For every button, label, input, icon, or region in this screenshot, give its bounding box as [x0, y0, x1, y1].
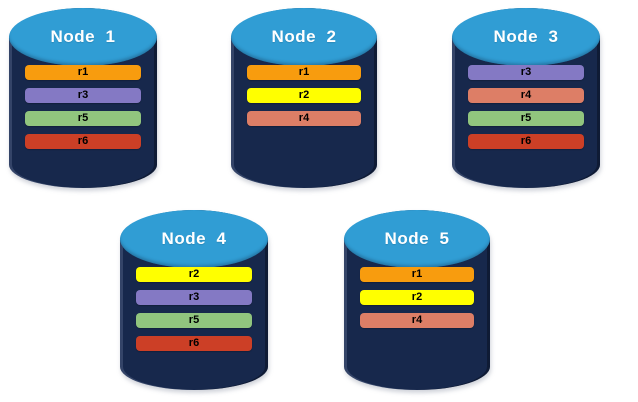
- node-label: Node 2: [271, 27, 337, 46]
- replica-bar[interactable]: r3: [136, 290, 252, 305]
- node-label: Node 1: [50, 27, 116, 46]
- replica-stack: r3 r4 r5 r6: [452, 65, 600, 149]
- replica-bar[interactable]: r4: [360, 313, 474, 328]
- replica-bar[interactable]: r6: [468, 134, 584, 149]
- cylinder-top-icon: [120, 210, 268, 268]
- cylinder-top-icon: [9, 8, 157, 66]
- replica-bar[interactable]: r5: [468, 111, 584, 126]
- replica-stack: r1 r3 r5 r6: [9, 65, 157, 149]
- replica-bar[interactable]: r2: [360, 290, 474, 305]
- replica-bar[interactable]: r4: [468, 88, 584, 103]
- replica-bar[interactable]: r4: [247, 111, 361, 126]
- database-node-3[interactable]: Node 3 r3 r4 r5 r6: [452, 8, 600, 188]
- replica-bar[interactable]: r5: [25, 111, 141, 126]
- replica-bar[interactable]: r5: [136, 313, 252, 328]
- replica-bar[interactable]: r1: [360, 267, 474, 282]
- replica-bar[interactable]: r2: [136, 267, 252, 282]
- database-node-4[interactable]: Node 4 r2 r3 r5 r6: [120, 210, 268, 390]
- database-node-5[interactable]: Node 5 r1 r2 r4: [344, 210, 490, 390]
- replica-stack: r2 r3 r5 r6: [120, 267, 268, 351]
- cylinder-top-icon: [452, 8, 600, 66]
- replica-bar[interactable]: r3: [468, 65, 584, 80]
- database-node-1[interactable]: Node 1 r1 r3 r5 r6: [9, 8, 157, 188]
- replica-bar[interactable]: r1: [247, 65, 361, 80]
- node-label: Node 3: [493, 27, 559, 46]
- replica-bar[interactable]: r1: [25, 65, 141, 80]
- replica-bar[interactable]: r3: [25, 88, 141, 103]
- replica-stack: r1 r2 r4: [231, 65, 377, 126]
- cylinder-top-icon: [231, 8, 377, 66]
- replica-bar[interactable]: r6: [25, 134, 141, 149]
- replica-bar[interactable]: r6: [136, 336, 252, 351]
- database-node-2[interactable]: Node 2 r1 r2 r4: [231, 8, 377, 188]
- replica-bar[interactable]: r2: [247, 88, 361, 103]
- node-label: Node 5: [384, 229, 450, 248]
- node-label: Node 4: [161, 229, 227, 248]
- replica-stack: r1 r2 r4: [344, 267, 490, 328]
- cylinder-top-icon: [344, 210, 490, 268]
